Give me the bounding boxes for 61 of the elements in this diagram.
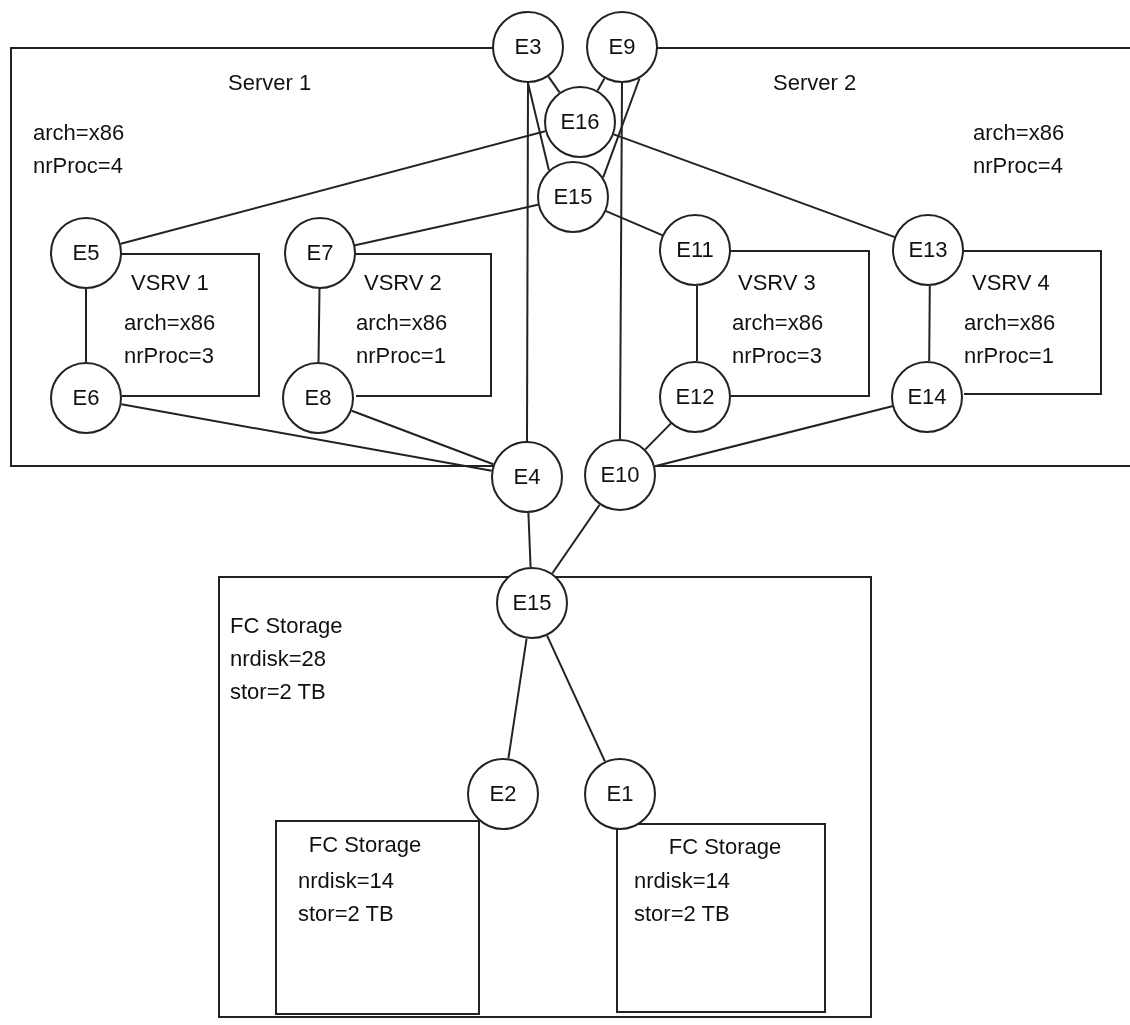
connector-line — [350, 409, 495, 466]
attribute-text: arch=x86 nrProc=1 — [356, 309, 449, 370]
endpoint-circle: E1 — [584, 758, 656, 830]
attribute-text: nrdisk=14 stor=2 TB — [298, 867, 395, 928]
virtual-server-box — [356, 253, 492, 397]
endpoint-circle: E3 — [492, 11, 564, 83]
connector-line — [619, 82, 623, 440]
box-title: VSRV 3 — [738, 269, 817, 297]
endpoint-circle: E6 — [50, 362, 122, 434]
endpoint-circle: E16 — [544, 86, 616, 158]
endpoint-circle: E7 — [284, 217, 356, 289]
endpoint-circle: E14 — [891, 361, 963, 433]
endpoint-circle: E4 — [491, 441, 563, 513]
connector-line — [644, 421, 673, 451]
storage-box — [275, 820, 480, 1015]
connector-line — [928, 285, 931, 362]
endpoint-circle: E15 — [537, 161, 609, 233]
storage-box — [616, 823, 826, 1013]
endpoint-circle: E2 — [467, 758, 539, 830]
connector-line — [602, 77, 641, 179]
virtual-server-box — [731, 250, 870, 397]
box-title: Server 2 — [773, 69, 858, 97]
connector-line — [526, 82, 529, 442]
connector-line — [546, 634, 606, 763]
connector-line — [551, 503, 601, 575]
connector-line — [605, 210, 665, 237]
box-title: FC Storage — [667, 833, 783, 861]
connector-line — [119, 130, 547, 245]
attribute-text: nrdisk=28 stor=2 TB — [230, 645, 327, 706]
connector-line — [354, 203, 539, 247]
attribute-text: nrdisk=14 stor=2 TB — [634, 867, 731, 928]
endpoint-circle: E12 — [659, 361, 731, 433]
endpoint-circle: E10 — [584, 439, 656, 511]
box-title: FC Storage — [307, 831, 423, 859]
endpoint-circle: E13 — [892, 214, 964, 286]
endpoint-circle: E5 — [50, 217, 122, 289]
connector-line — [696, 285, 698, 362]
connector-line — [547, 75, 561, 94]
box-title: VSRV 2 — [364, 269, 443, 297]
connector-line — [85, 288, 87, 363]
endpoint-circle: E9 — [586, 11, 658, 83]
box-title: Server 1 — [228, 69, 313, 97]
virtual-server-box — [964, 250, 1102, 395]
attribute-text: arch=x86 nrProc=4 — [973, 119, 1066, 180]
virtual-server-box — [122, 253, 260, 397]
box-title: FC Storage — [230, 612, 344, 640]
attribute-text: arch=x86 nrProc=3 — [732, 309, 825, 370]
server-box — [655, 47, 1130, 467]
connector-line — [527, 82, 550, 172]
connector-line — [507, 637, 528, 760]
connector-line — [527, 512, 532, 568]
attribute-text: arch=x86 nrProc=3 — [124, 309, 217, 370]
endpoint-circle: E11 — [659, 214, 731, 286]
attribute-text: arch=x86 nrProc=4 — [33, 119, 126, 180]
endpoint-circle: E15 — [496, 567, 568, 639]
connector-line — [317, 288, 321, 363]
box-title: VSRV 1 — [131, 269, 210, 297]
attribute-text: arch=x86 nrProc=1 — [964, 309, 1057, 370]
connector-line — [120, 403, 493, 472]
endpoint-circle: E8 — [282, 362, 354, 434]
box-title: VSRV 4 — [972, 269, 1051, 297]
